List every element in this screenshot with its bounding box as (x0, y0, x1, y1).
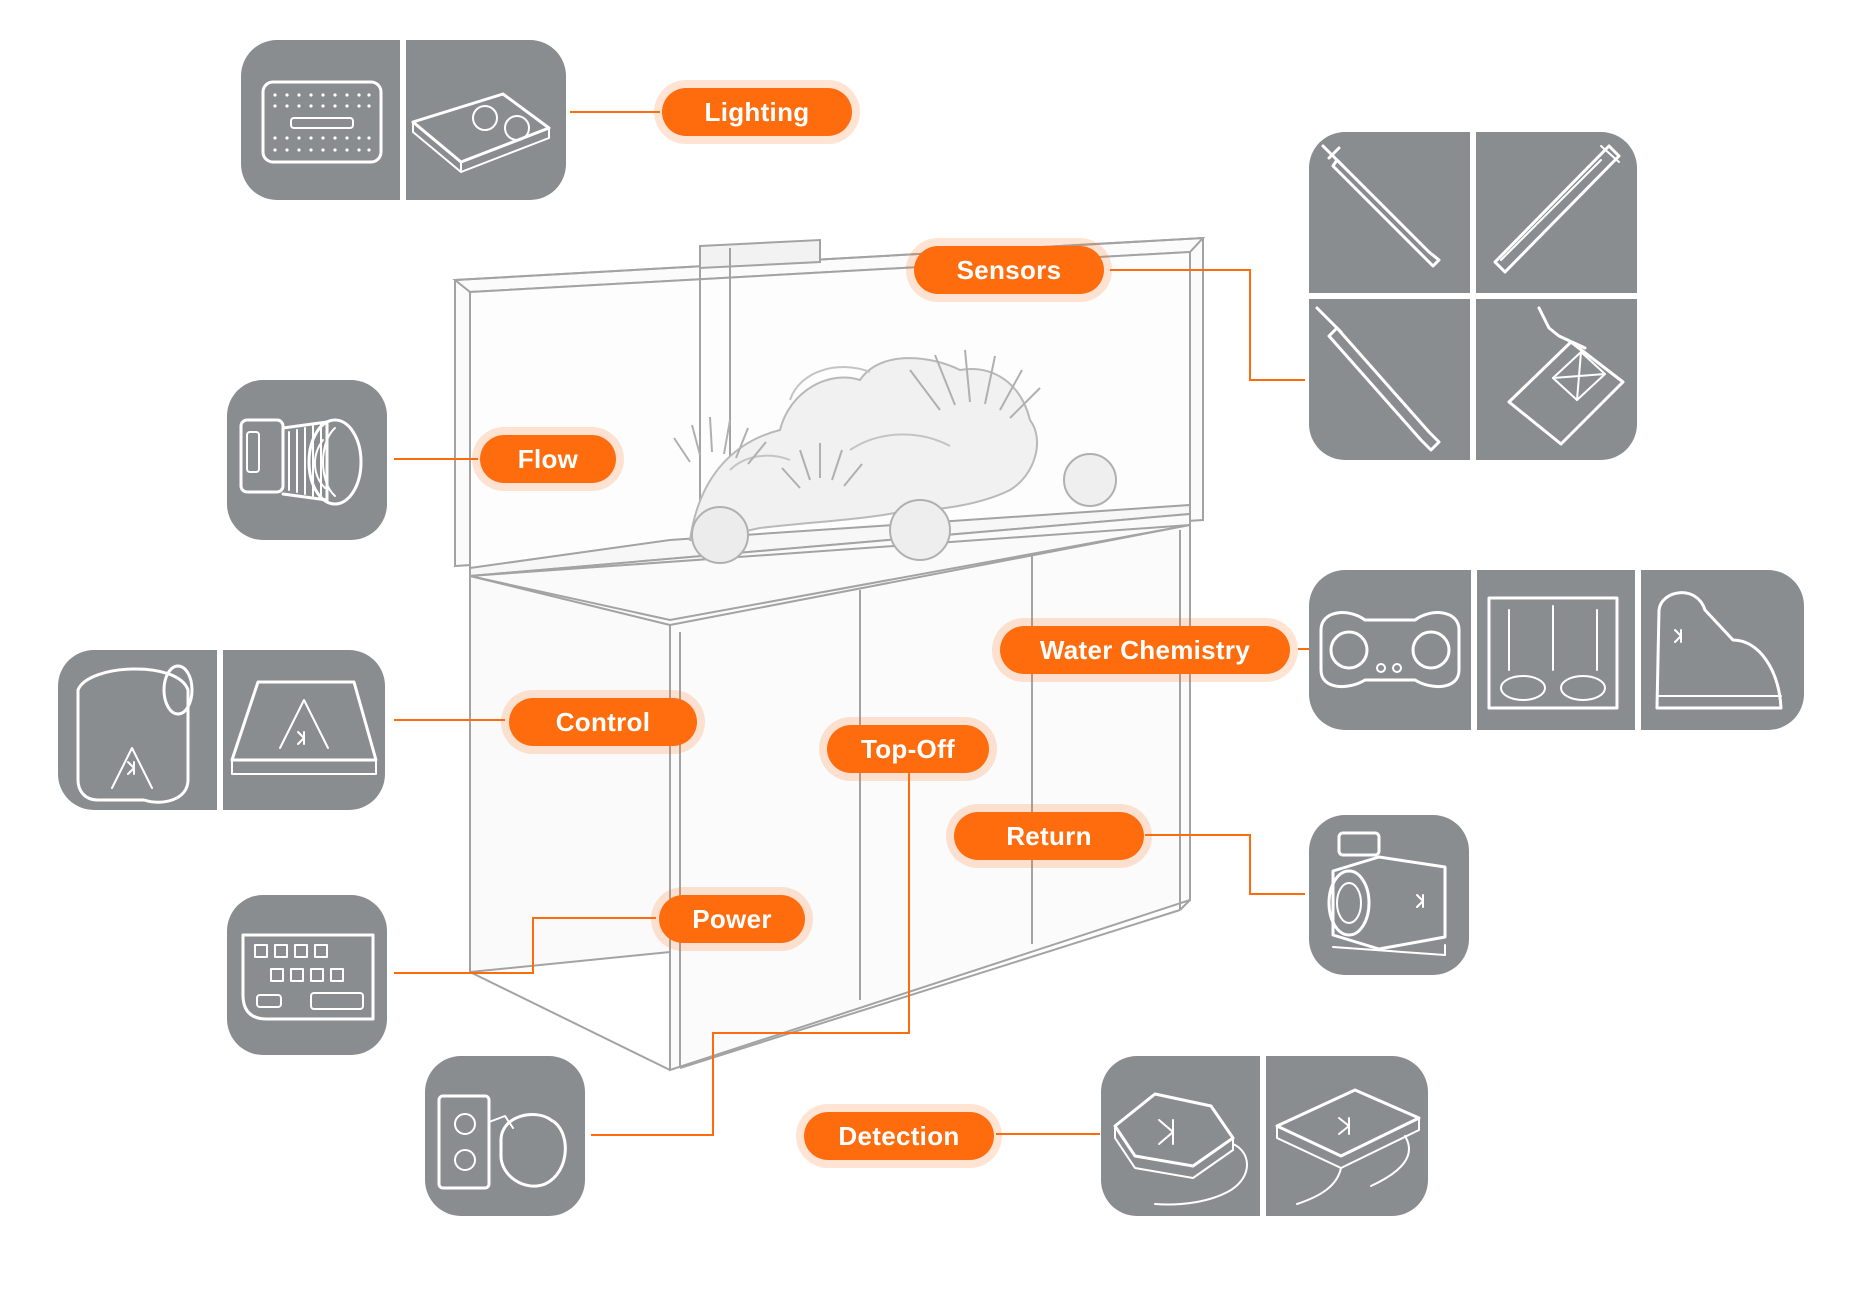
water-chemistry-label[interactable]: Water Chemistry (1000, 626, 1290, 674)
sensors-card[interactable] (1309, 132, 1637, 460)
control-card[interactable] (58, 650, 385, 810)
detection-card[interactable] (1101, 1056, 1428, 1216)
lighting-card[interactable] (241, 40, 566, 200)
ph-probe-icon (1321, 144, 1441, 268)
ato-pump-icon (437, 1094, 567, 1190)
reagent-container-icon (1487, 596, 1619, 710)
leak-detector-icon (1113, 1092, 1248, 1206)
power-strip-icon (241, 933, 375, 1021)
power-card[interactable] (227, 895, 387, 1055)
dosing-pump-icon (1319, 611, 1461, 689)
detection-label[interactable]: Detection (804, 1112, 994, 1160)
control-label[interactable]: Control (509, 698, 697, 746)
controller-unit-icon (76, 664, 194, 804)
orp-probe-icon (1315, 306, 1441, 452)
flow-label[interactable]: Flow (480, 435, 616, 483)
leak-sensor-icon (1507, 306, 1625, 446)
display-hub-icon (230, 680, 378, 775)
wavemaker-pump-icon (239, 418, 363, 506)
return-pump-icon (1327, 831, 1447, 956)
temperature-probe-icon (1493, 144, 1621, 274)
breakout-box-icon (1275, 1088, 1421, 1205)
auto-tester-icon (1655, 591, 1783, 710)
power-label[interactable]: Power (659, 895, 805, 943)
return-label[interactable]: Return (954, 812, 1144, 860)
led-panel-icon (261, 80, 383, 164)
flow-card[interactable] (227, 380, 387, 540)
top-off-card[interactable] (425, 1056, 585, 1216)
top-off-label[interactable]: Top-Off (827, 725, 989, 773)
return-card[interactable] (1309, 815, 1469, 975)
led-fixture-sky-icon (411, 92, 551, 173)
sensors-label[interactable]: Sensors (914, 246, 1104, 294)
water-chemistry-card[interactable] (1309, 570, 1804, 730)
lighting-label[interactable]: Lighting (662, 88, 852, 136)
connector-lines (394, 111, 1310, 1136)
